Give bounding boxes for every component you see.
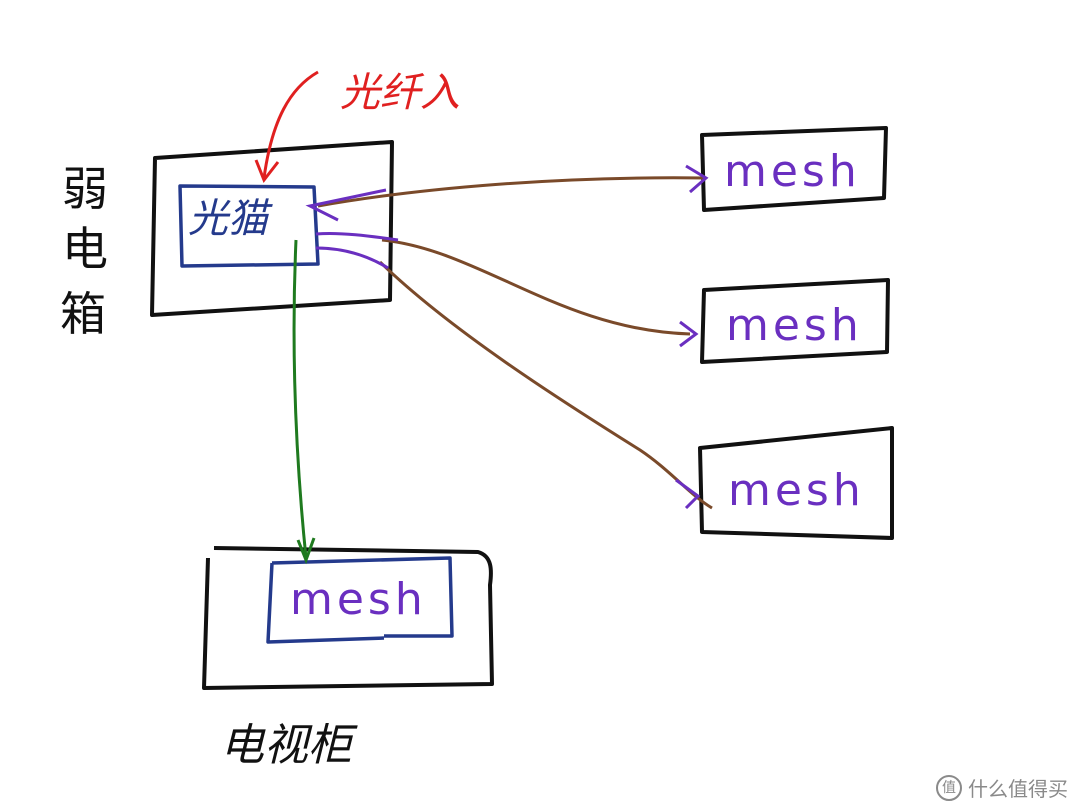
mesh-node-label-3: mesh	[728, 465, 865, 516]
mesh-node-box-3	[698, 426, 894, 540]
arrowhead-mesh-3	[675, 478, 701, 510]
onu-port-stub-1	[315, 231, 399, 242]
cable-to-tv-mesh	[292, 239, 308, 559]
tv-cabinet-label: 电视柜	[220, 720, 358, 771]
mesh-node-label-1: mesh	[724, 146, 861, 197]
mesh-node-box-4	[266, 556, 454, 644]
cable-to-mesh-1	[317, 176, 707, 208]
arrowhead-mesh-1	[685, 164, 709, 194]
weak-box-label-char-1: 弱	[62, 162, 108, 216]
mesh-node-box-1	[700, 126, 888, 212]
weak-box-label-char-2: 电	[62, 222, 108, 276]
cable-to-mesh-2	[381, 238, 691, 336]
watermark-logo-icon: 值	[936, 774, 962, 801]
watermark-text: 什么值得买	[968, 777, 1068, 801]
fiber-input-arrowhead	[254, 159, 280, 183]
arrowhead-mesh-2	[679, 320, 699, 348]
mesh-node-box-2	[700, 278, 890, 364]
mesh-node-label-4: mesh	[290, 574, 427, 625]
onu-port-arrow	[305, 188, 387, 222]
fiber-input-arrow	[262, 70, 319, 179]
onu-box	[178, 184, 320, 268]
arrowhead-tv-mesh	[296, 537, 316, 565]
watermark: 值 什么值得买	[936, 773, 1068, 802]
onu-port-stub-2	[315, 246, 389, 270]
mesh-node-label-2: mesh	[726, 300, 863, 351]
weak-current-box	[150, 140, 394, 317]
tv-cabinet-box	[202, 546, 494, 690]
fiber-input-label: 光纤入	[340, 70, 460, 116]
weak-box-label-char-3: 箱	[60, 287, 106, 341]
onu-label: 光猫	[188, 196, 273, 242]
